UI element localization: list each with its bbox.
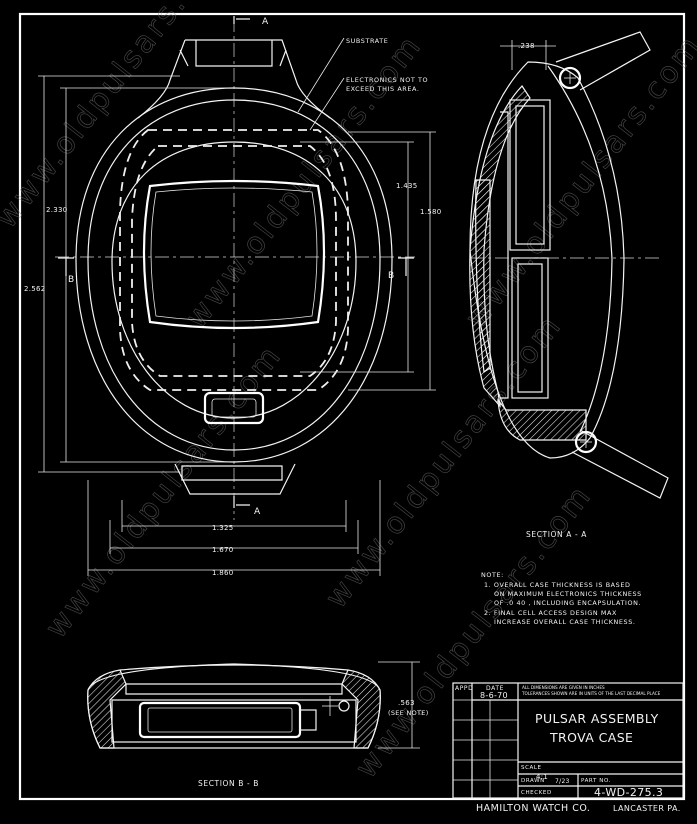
watermark-text: www.oldpulsars.com: [0, 0, 239, 235]
label-section-bb: SECTION B - B: [198, 779, 259, 788]
note-2-line-2: INCREASE OVERALL CASE THICKNESS.: [494, 618, 636, 626]
label-electronics-2: EXCEED THIS AREA.: [346, 85, 419, 93]
title-block: APPD DATE 8-6-70 ALL DIMENSIONS ARE GIVE…: [452, 682, 684, 814]
dim-overall-height: 2.562: [24, 285, 46, 293]
dim-section-thickness-note: (SEE NOTE): [388, 709, 429, 717]
drawing-title-line-2: TROVA CASE: [549, 730, 633, 745]
cut-label-b-right: B: [388, 271, 394, 281]
dim-section-thickness: .563: [398, 699, 415, 707]
part-no-label: PART NO.: [581, 778, 611, 784]
notes-heading: NOTE:: [481, 571, 504, 579]
dim-display-height: 1.435: [396, 182, 418, 190]
dim-side-offset: .238: [518, 42, 535, 50]
scale-label: SCALE: [521, 765, 542, 771]
dimension-note-2: TOLERANCES SHOWN ARE IN UNITS OF THE LAS…: [521, 691, 661, 696]
dimension-note-1: ALL DIMENSIONS ARE GIVEN IN INCHES: [522, 685, 605, 690]
dim-width-outer: 1.860: [212, 569, 234, 577]
cut-label-a-bottom: A: [254, 507, 261, 517]
note-1-line-1: 1. OVERALL CASE THICKNESS IS BASED: [484, 581, 630, 589]
label-substrate: SUBSTRATE: [346, 37, 388, 45]
dim-width-inner: 1.325: [212, 524, 234, 532]
date-label: DATE: [486, 685, 504, 692]
company-name: HAMILTON WATCH CO.: [476, 803, 590, 814]
note-1-line-3: OF .0 40 , INCLUDING ENCAPSULATION.: [494, 599, 641, 607]
cut-label-b-left: B: [68, 275, 74, 285]
drawing-title-line-1: PULSAR ASSEMBLY: [535, 711, 659, 726]
section-a-a-view: .238 SECTION A - A: [469, 31, 669, 539]
front-view: 2.562 2.330 1.435 1.580 1.325 1.670 1.86…: [24, 16, 442, 577]
cut-label-a-top: A: [262, 17, 269, 27]
appd-label: APPD: [455, 685, 473, 692]
section-b-b-view: .563 (SEE NOTE) SECTION B - B: [87, 661, 429, 788]
dim-electronics-height: 1.580: [420, 208, 442, 216]
checked-label: CHECKED: [521, 790, 552, 796]
part-no-value: 4-WD-275.3: [594, 786, 663, 799]
watermark-text: www.oldpulsars.com: [39, 338, 290, 645]
company-location: LANCASTER PA.: [613, 804, 681, 813]
notes-block: NOTE: 1. OVERALL CASE THICKNESS IS BASED…: [481, 571, 642, 626]
label-section-aa: SECTION A - A: [526, 530, 587, 539]
scale-value: 4:1: [536, 773, 548, 781]
drawn-value: 7/23: [555, 778, 570, 785]
dim-width-mid: 1.670: [212, 546, 234, 554]
drawn-label: DRAWN: [521, 778, 545, 784]
drawing-border: [18, 12, 686, 801]
date-value: 8-6-70: [480, 691, 508, 700]
dim-inner-height: 2.330: [46, 206, 68, 214]
watermark-text: www.oldpulsars.com: [459, 28, 697, 335]
note-1-line-2: ON MAXIMUM ELECTRONICS THICKNESS: [494, 590, 642, 598]
label-electronics-1: ELECTRONICS NOT TO: [346, 76, 428, 84]
note-2-line-1: 2. FINAL CELL ACCESS DESIGN MAX: [484, 609, 617, 617]
watermark-layer: www.oldpulsars.com www.oldpulsars.com ww…: [0, 0, 697, 785]
